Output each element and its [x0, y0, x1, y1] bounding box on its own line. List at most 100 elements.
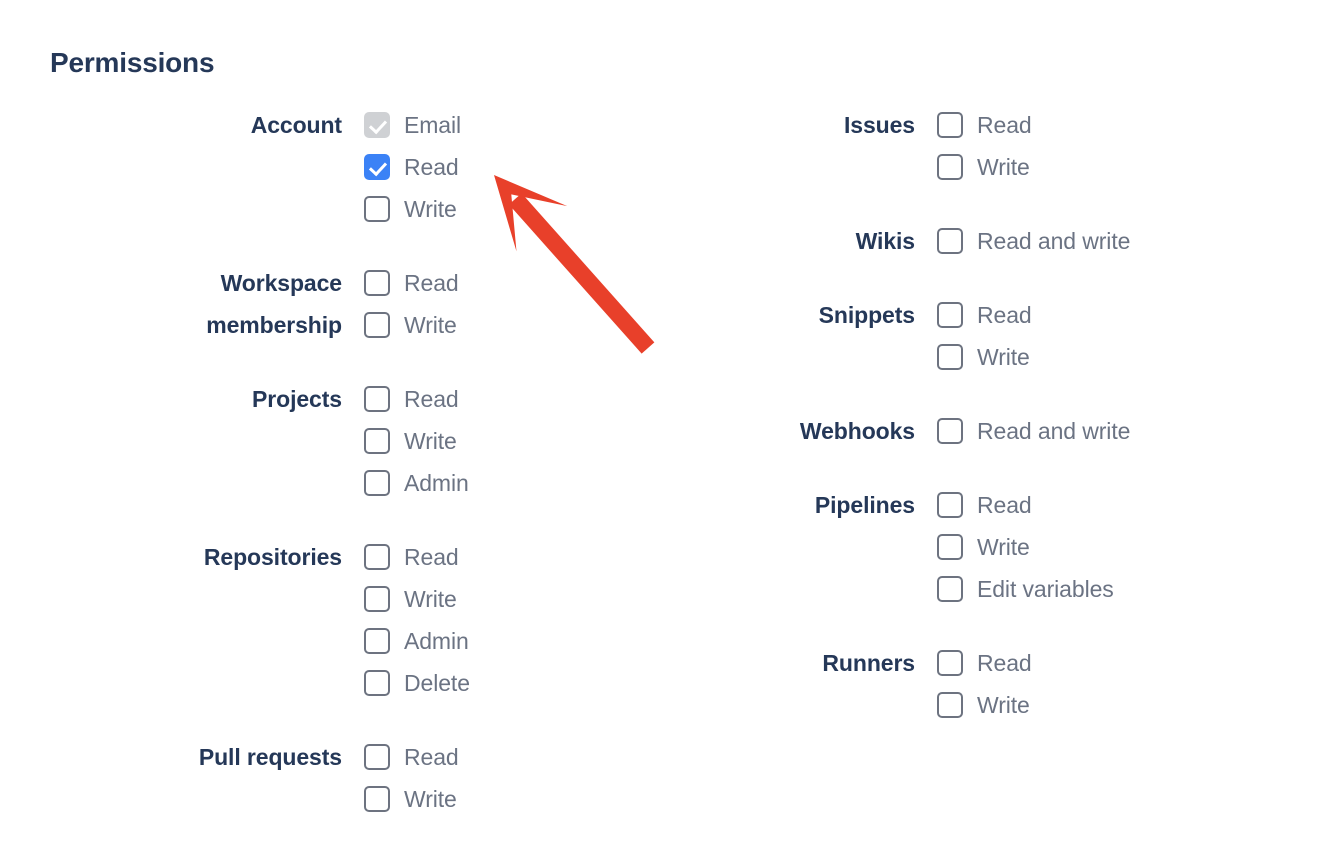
checkbox-unchecked-icon[interactable]: [364, 670, 390, 696]
permission-option-label[interactable]: Read and write: [977, 227, 1131, 254]
permission-option-label[interactable]: Admin: [404, 469, 469, 496]
permission-option-label[interactable]: Write: [404, 585, 457, 612]
permission-option-label[interactable]: Read: [977, 649, 1032, 676]
permission-option-label[interactable]: Read: [404, 543, 459, 570]
permission-option-row[interactable]: Read: [364, 736, 459, 778]
permission-option-row[interactable]: Read: [937, 104, 1032, 146]
permission-option-label[interactable]: Delete: [404, 669, 470, 696]
checkbox-unchecked-icon[interactable]: [937, 228, 963, 254]
permission-option-label[interactable]: Write: [977, 691, 1030, 718]
checkbox-unchecked-icon[interactable]: [937, 692, 963, 718]
checkbox-unchecked-icon[interactable]: [364, 470, 390, 496]
permission-group-label: Account: [250, 112, 342, 138]
checkbox-unchecked-icon[interactable]: [937, 576, 963, 602]
checkbox-unchecked-icon[interactable]: [937, 534, 963, 560]
checkbox-checked-icon[interactable]: [364, 154, 390, 180]
permission-option-row[interactable]: Write: [937, 146, 1032, 188]
permission-option-row[interactable]: Write: [364, 188, 461, 230]
permission-option-row[interactable]: Delete: [364, 662, 470, 704]
permission-option-label[interactable]: Admin: [404, 627, 469, 654]
permission-option-label[interactable]: Write: [977, 343, 1030, 370]
permission-option-row[interactable]: Write: [364, 304, 459, 346]
permission-option-row[interactable]: Read: [364, 536, 470, 578]
permission-option-label[interactable]: Write: [977, 153, 1030, 180]
permission-option-label[interactable]: Email: [404, 111, 462, 138]
checkbox-unchecked-icon[interactable]: [937, 154, 963, 180]
permission-option-row[interactable]: Read: [364, 378, 469, 420]
permission-option-row[interactable]: Read: [364, 262, 459, 304]
permission-option-label[interactable]: Read: [404, 385, 459, 412]
permission-option-row[interactable]: Write: [937, 336, 1032, 378]
permission-option-row[interactable]: Write: [937, 684, 1032, 726]
permission-option-row[interactable]: Read: [364, 146, 461, 188]
permission-group: Wikis Read and write: [600, 220, 1260, 262]
permission-option-row[interactable]: Edit variables: [937, 568, 1114, 610]
permission-group-label: Runners: [822, 650, 915, 676]
permission-group-label: Issues: [843, 112, 915, 138]
checkbox-unchecked-icon[interactable]: [364, 544, 390, 570]
checkbox-unchecked-icon[interactable]: [364, 628, 390, 654]
permission-option-row[interactable]: Write: [364, 578, 470, 620]
permission-group-label: Projects: [252, 386, 342, 412]
permission-option-row[interactable]: Write: [364, 420, 469, 462]
permission-option-row[interactable]: Read: [937, 484, 1114, 526]
permission-option-row[interactable]: Email: [364, 104, 461, 146]
checkbox-unchecked-icon[interactable]: [364, 744, 390, 770]
checkbox-unchecked-icon[interactable]: [937, 112, 963, 138]
permission-option-row[interactable]: Read: [937, 642, 1032, 684]
permission-option-row[interactable]: Admin: [364, 620, 470, 662]
permission-option-row[interactable]: Read and write: [937, 410, 1130, 452]
permission-option-label[interactable]: Write: [404, 311, 457, 338]
permission-option-label[interactable]: Write: [404, 427, 457, 454]
checkbox-unchecked-icon[interactable]: [364, 312, 390, 338]
permission-option-row[interactable]: Write: [364, 778, 459, 820]
permission-option-label[interactable]: Edit variables: [977, 575, 1114, 602]
permission-option-label[interactable]: Read: [977, 111, 1032, 138]
permission-option-row[interactable]: Read and write: [937, 220, 1130, 262]
checkbox-unchecked-icon[interactable]: [364, 386, 390, 412]
checkbox-unchecked-icon[interactable]: [937, 418, 963, 444]
checkbox-unchecked-icon[interactable]: [364, 586, 390, 612]
permission-option-label[interactable]: Read: [404, 269, 459, 296]
permission-option-row[interactable]: Write: [937, 526, 1114, 568]
permission-option-row[interactable]: Read: [937, 294, 1032, 336]
checkbox-unchecked-icon[interactable]: [364, 428, 390, 454]
checkbox-unchecked-icon[interactable]: [937, 650, 963, 676]
permission-group-label: Workspace membership: [206, 270, 342, 338]
permission-option-label[interactable]: Read and write: [977, 417, 1131, 444]
checkbox-unchecked-icon[interactable]: [937, 302, 963, 328]
checkbox-unchecked-icon[interactable]: [364, 270, 390, 296]
checkbox-unchecked-icon[interactable]: [937, 492, 963, 518]
permission-option-label[interactable]: Read: [977, 301, 1032, 328]
permission-option-label[interactable]: Write: [404, 195, 457, 222]
checkbox-unchecked-icon[interactable]: [364, 786, 390, 812]
permission-option-label[interactable]: Read: [977, 491, 1032, 518]
permission-option-label[interactable]: Read: [404, 743, 459, 770]
permission-option-label[interactable]: Write: [404, 785, 457, 812]
permission-group-label: Pipelines: [814, 492, 915, 518]
permission-option-label[interactable]: Read: [404, 153, 459, 180]
checkbox-unchecked-icon[interactable]: [937, 344, 963, 370]
checkbox-unchecked-icon[interactable]: [364, 196, 390, 222]
permission-group-label: Wikis: [855, 228, 915, 254]
permission-option-label[interactable]: Write: [977, 533, 1030, 560]
permission-option-row[interactable]: Admin: [364, 462, 469, 504]
